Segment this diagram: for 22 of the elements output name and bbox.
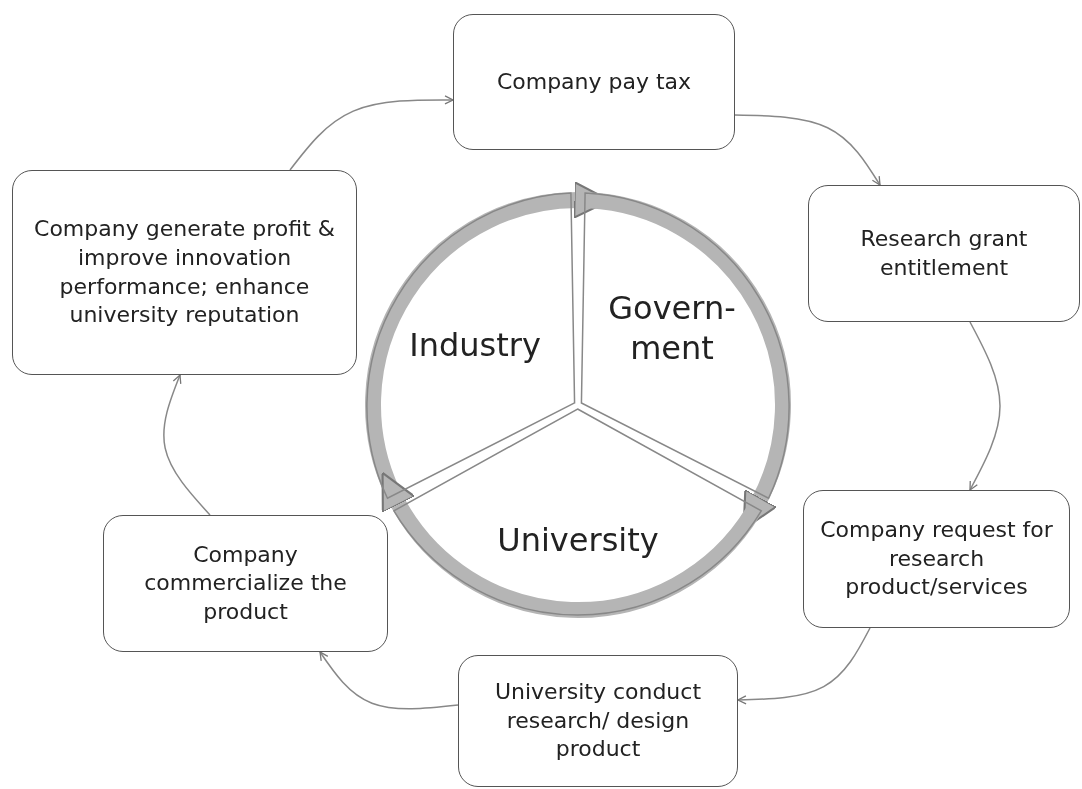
process-box [12, 170, 357, 375]
process-box [458, 655, 738, 787]
sector-label: Industry [408, 325, 542, 365]
arrow [163, 374, 211, 516]
arrow [969, 321, 1001, 491]
curved-block-arrow [379, 472, 761, 618]
box-text: Research grant entitlement [859, 224, 1029, 282]
arrow [734, 114, 881, 186]
box-text: Company request for research product/services [819, 516, 1054, 602]
box-text: Company pay tax [496, 67, 692, 96]
sector-label: University [496, 520, 660, 560]
arrow [289, 95, 454, 171]
process-box [103, 515, 388, 652]
process-box [808, 185, 1080, 322]
process-box [803, 490, 1070, 628]
box-text: Company commercialize the product [143, 540, 348, 626]
sector-label: Govern- ment [607, 288, 737, 368]
arrow [737, 627, 871, 705]
process-box [453, 14, 735, 150]
box-text: Company generate profit & improve innovation performance; enhance university reputation [33, 215, 336, 330]
box-text: University conduct research/ design product [493, 678, 703, 764]
arrow [319, 651, 459, 710]
